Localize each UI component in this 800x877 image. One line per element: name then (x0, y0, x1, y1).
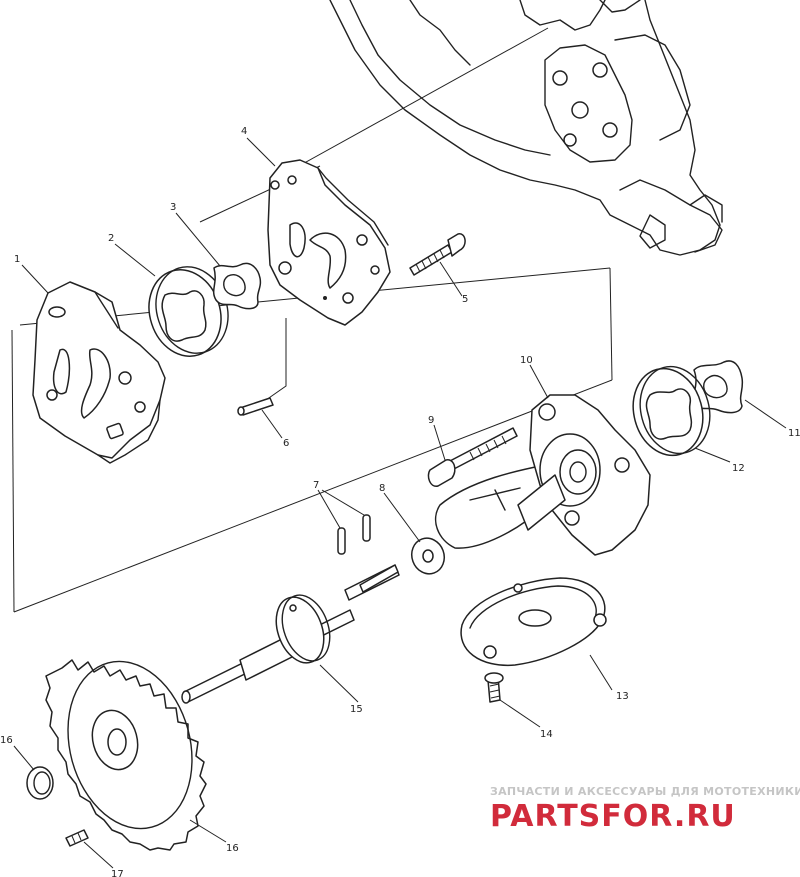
part-16-ring (26, 766, 54, 800)
part-10-pump-housing (434, 394, 651, 556)
callout-10: 10 (520, 355, 533, 366)
part-6-dowel-pin (237, 397, 274, 416)
part-8-washer (411, 537, 445, 575)
part-5-bolt (409, 233, 466, 276)
callout-3: 3 (170, 202, 176, 213)
part-16-gear (45, 659, 207, 851)
watermark-tagline: ЗАПЧАСТИ И АКСЕССУАРЫ ДЛЯ МОТОТЕХНИКИ (490, 785, 800, 798)
callout-1: 1 (14, 254, 20, 265)
part-1-pump-plate (32, 281, 166, 464)
leader-lines (13, 137, 787, 869)
part-14-screw (484, 672, 504, 703)
callout-5: 5 (462, 294, 468, 305)
watermark: ЗАПЧАСТИ И АКСЕССУАРЫ ДЛЯ МОТОТЕХНИКИ PA… (490, 785, 800, 834)
part-7-pins (337, 514, 371, 555)
callout-13: 13 (616, 691, 629, 702)
callout-16-gear: 16 (226, 843, 239, 854)
part-3-inner-rotor (212, 262, 262, 310)
part-9-long-bolt (427, 427, 518, 487)
engine-case (329, 0, 723, 256)
callout-14: 14 (540, 729, 553, 740)
callout-17: 17 (111, 869, 124, 877)
callout-12: 12 (732, 463, 745, 474)
part-12-outer-rotor (632, 365, 711, 457)
callout-9: 9 (428, 415, 434, 426)
part-4-pump-body (267, 159, 391, 326)
callout-4: 4 (241, 126, 247, 137)
callout-2: 2 (108, 233, 114, 244)
watermark-logo: PARTSFOR.RU (490, 799, 736, 834)
callout-8: 8 (379, 483, 385, 494)
callout-labels: 1 2 3 4 5 6 7 8 9 10 11 12 13 14 15 16 1… (0, 126, 800, 877)
callout-6: 6 (283, 438, 289, 449)
callout-11: 11 (788, 428, 800, 439)
part-13-cover-plate (460, 577, 607, 667)
callout-15: 15 (350, 704, 363, 715)
part-15-shaft (181, 564, 400, 704)
callout-7: 7 (313, 480, 319, 491)
callout-16-ring: 16 (0, 735, 13, 746)
part-17-screw (65, 829, 89, 847)
